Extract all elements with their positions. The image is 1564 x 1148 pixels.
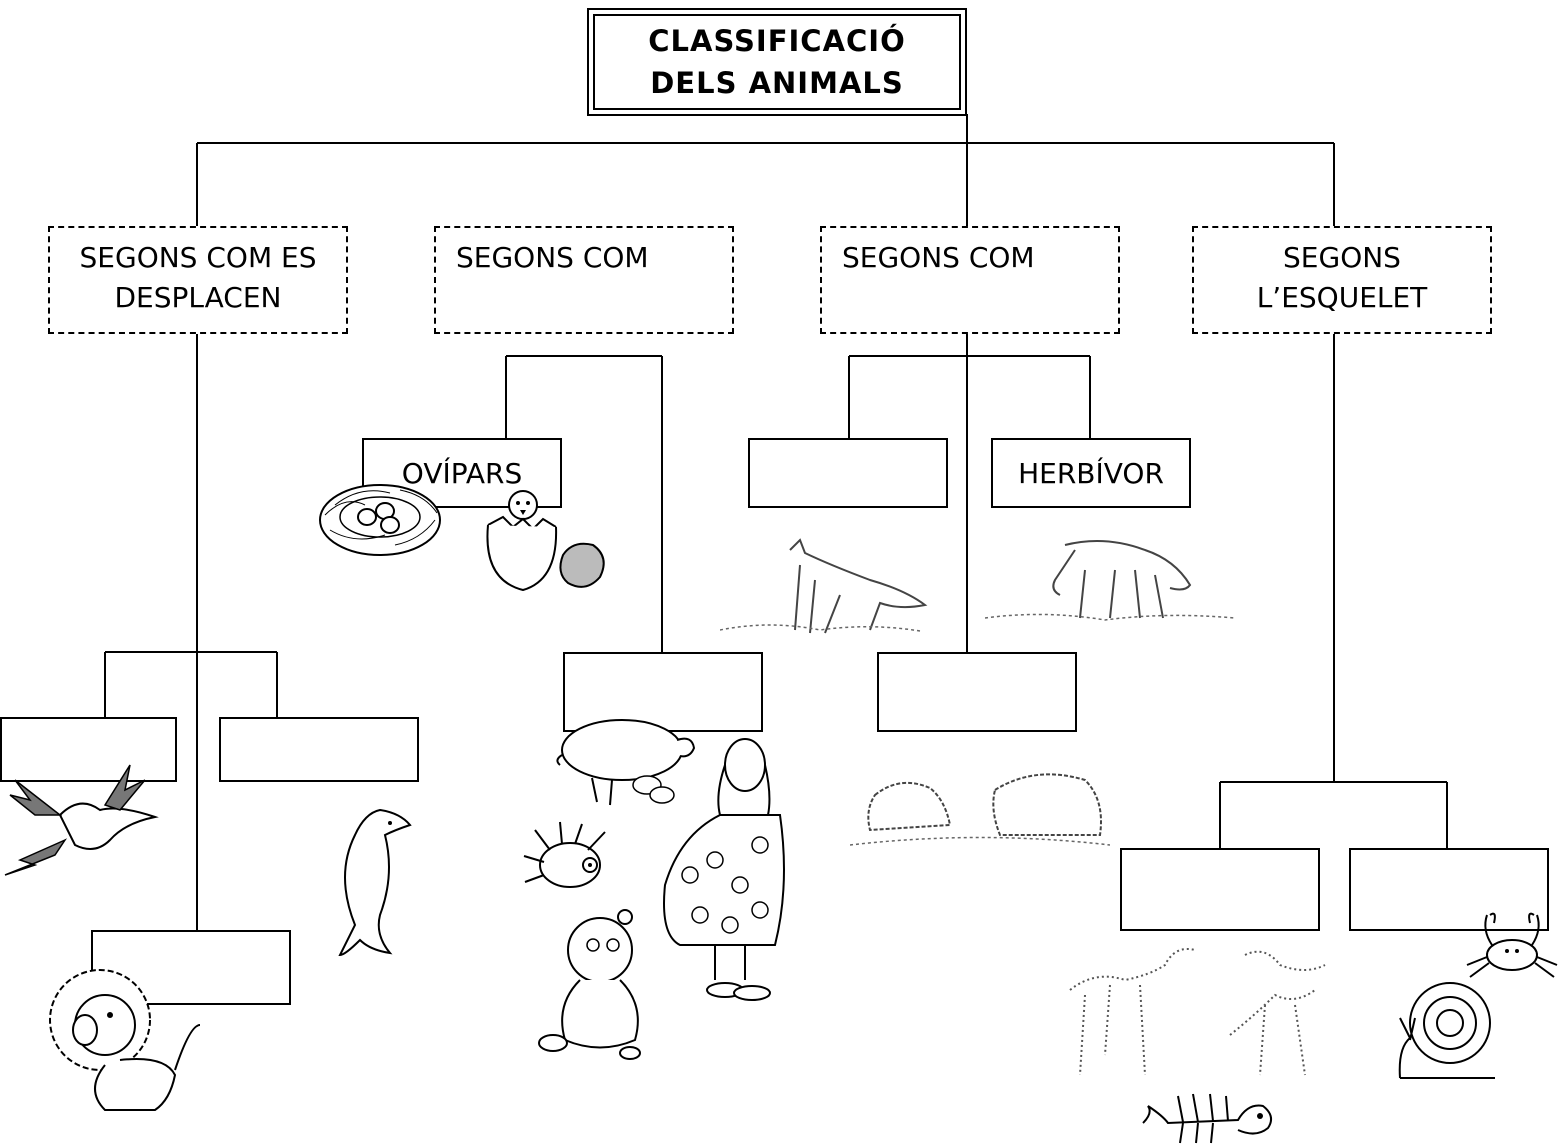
- hedgehog-icon: [523, 821, 606, 888]
- flying-bird-icon: [4, 764, 159, 876]
- snail-icon: [1398, 982, 1495, 1079]
- hatching-chick-icon: [486, 490, 605, 592]
- category-skeleton-line-2: L’ESQUELET: [1256, 281, 1428, 314]
- crab-icon: [1466, 912, 1558, 978]
- skeleton-vertebrates-icon: [1069, 948, 1326, 1076]
- box-diet-bottom-blank[interactable]: [877, 652, 1077, 732]
- category-skeleton-box: SEGONS L’ESQUELET: [1192, 226, 1492, 334]
- category-movement-line-2: DESPLACEN: [114, 281, 282, 314]
- fish-skeleton-icon: [1142, 1093, 1273, 1144]
- box-movement-swim-blank[interactable]: [219, 717, 419, 782]
- category-skeleton-line-1: SEGONS: [1283, 241, 1401, 274]
- diagram-title-inner: CLASSIFICACIÓ DELS ANIMALS: [593, 14, 961, 110]
- baby-icon: [538, 909, 641, 1060]
- fox-icon: [720, 538, 928, 634]
- box-movement-fly-blank[interactable]: [0, 717, 177, 782]
- category-diet-line-1: SEGONS COM: [842, 241, 1035, 274]
- category-movement-box: SEGONS COM ES DESPLACEN: [48, 226, 348, 334]
- dolphin-icon: [338, 808, 412, 957]
- bears-icon: [850, 773, 1110, 846]
- lion-icon: [49, 969, 201, 1111]
- pregnant-woman-icon: [663, 738, 785, 1001]
- box-reproduction-blank[interactable]: [563, 652, 763, 732]
- box-skeleton-right-blank[interactable]: [1349, 848, 1549, 931]
- category-movement-line-1: SEGONS COM ES: [79, 241, 317, 274]
- diagram-title-box: CLASSIFICACIÓ DELS ANIMALS: [587, 8, 967, 116]
- title-line-2: DELS ANIMALS: [650, 66, 904, 100]
- pig-nursing-icon: [556, 719, 696, 806]
- box-diet-blank[interactable]: [748, 438, 948, 508]
- title-line-1: CLASSIFICACIÓ: [648, 24, 906, 58]
- box-skeleton-left-blank[interactable]: [1120, 848, 1320, 931]
- category-reproduction-box: SEGONS COM: [434, 226, 734, 334]
- nest-with-eggs-icon: [319, 484, 441, 556]
- category-diet-box: SEGONS COM: [820, 226, 1120, 334]
- box-herbivor: HERBÍVOR: [991, 438, 1191, 508]
- deer-grazing-icon: [985, 540, 1236, 621]
- category-reproduction-line-1: SEGONS COM: [456, 241, 649, 274]
